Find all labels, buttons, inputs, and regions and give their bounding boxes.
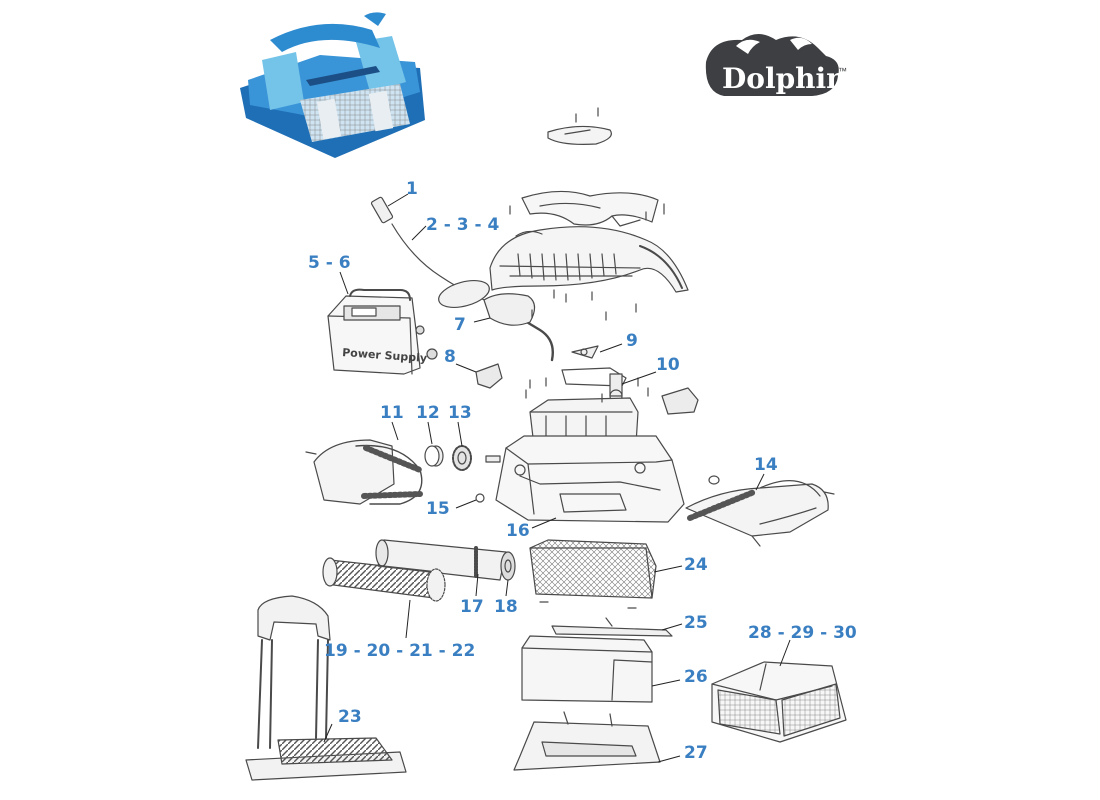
callout-14: 14 xyxy=(754,455,778,475)
callout-18: 18 xyxy=(494,597,518,617)
pva-roller xyxy=(375,539,507,581)
robot-product-image xyxy=(240,12,425,158)
callout-1: 1 xyxy=(406,179,418,199)
callout-5: 5 - 6 xyxy=(308,253,351,273)
filter-base xyxy=(513,711,661,771)
callout-2: 2 - 3 - 4 xyxy=(426,215,499,235)
callout-10: 10 xyxy=(656,355,680,375)
handle-part xyxy=(521,190,659,227)
filter-frame xyxy=(521,635,653,703)
right-side-panel xyxy=(685,475,835,547)
callout-24: 24 xyxy=(684,555,708,575)
callout-8: 8 xyxy=(444,347,456,367)
drive-gear xyxy=(452,445,472,471)
callout-25: 25 xyxy=(684,613,708,633)
callout-17: 17 xyxy=(460,597,484,617)
small-bracket xyxy=(661,387,699,415)
callout-leaders xyxy=(323,193,791,763)
brush-roller xyxy=(322,557,446,602)
axle-pin xyxy=(485,455,501,463)
callout-27: 27 xyxy=(684,743,708,763)
callout-13: 13 xyxy=(448,403,472,423)
callout-7: 7 xyxy=(454,315,466,335)
motor-unit xyxy=(529,397,639,447)
callout-9: 9 xyxy=(626,331,638,351)
callout-26: 26 xyxy=(684,667,708,687)
callout-labels: 1 2 - 3 - 4 5 - 6 7 8 9 10 11 12 13 14 1… xyxy=(308,179,857,763)
power-supply-unit: Power Supply xyxy=(327,288,438,375)
top-shell-housing xyxy=(489,226,689,293)
body-chassis xyxy=(495,435,685,523)
screw-set xyxy=(509,203,665,403)
callout-15: 15 xyxy=(426,499,450,519)
power-supply-label: Power Supply xyxy=(342,346,428,365)
callout-19: 19 - 20 - 21 - 22 xyxy=(324,641,475,661)
filter-basket xyxy=(529,539,657,609)
roller-end-cap xyxy=(500,551,516,581)
callout-23: 23 xyxy=(338,707,362,727)
transport-caddy xyxy=(245,595,407,781)
callout-11: 11 xyxy=(380,403,404,423)
callout-12: 12 xyxy=(416,403,440,423)
top-cover-plate xyxy=(547,107,612,145)
filter-cartridges xyxy=(711,661,847,743)
washer xyxy=(475,493,485,503)
bushing xyxy=(424,445,444,467)
motor-shaft xyxy=(561,367,627,403)
part-8-clip xyxy=(475,363,503,389)
logo-text: Dolphin xyxy=(722,62,847,95)
filter-frame-top xyxy=(551,617,673,637)
callout-28: 28 - 29 - 30 xyxy=(748,623,857,643)
motor-cover xyxy=(483,293,536,326)
left-side-panel xyxy=(305,439,423,505)
impeller xyxy=(571,345,599,359)
callout-16: 16 xyxy=(506,521,530,541)
logo-trademark: ™ xyxy=(838,66,847,76)
dolphin-logo: Dolphin ™ xyxy=(705,34,847,96)
